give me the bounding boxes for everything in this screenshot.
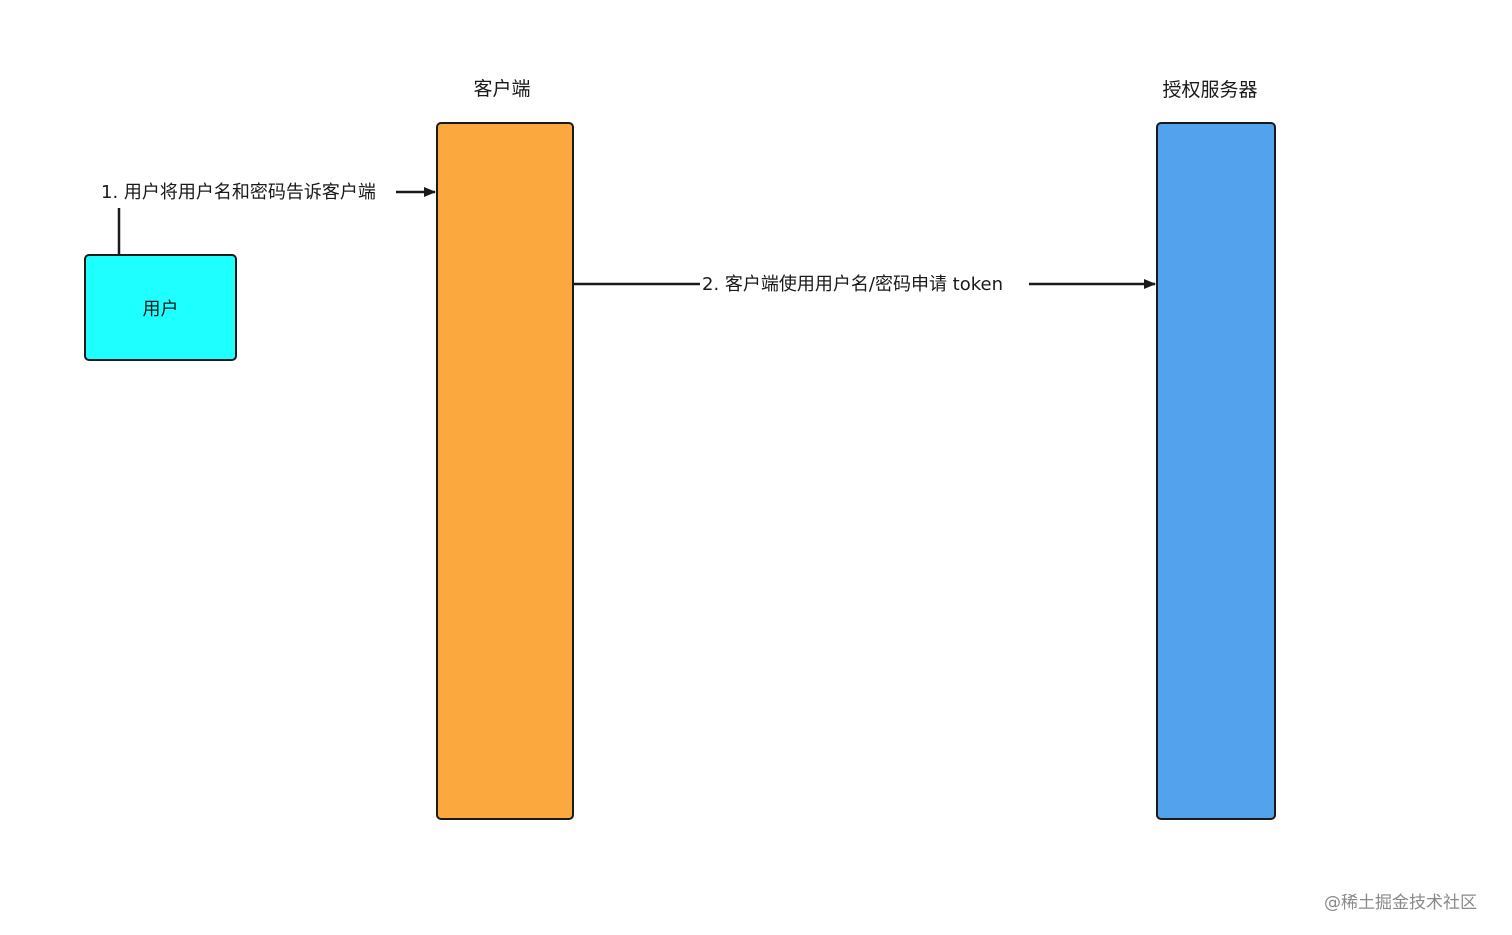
user-node: 用户 <box>84 254 237 361</box>
auth-server-lane-title: 授权服务器 <box>1162 79 1258 101</box>
auth-server-lane <box>1156 122 1276 820</box>
watermark: @稀土掘金技术社区 <box>1324 893 1477 913</box>
client-lane-title: 客户端 <box>473 78 531 100</box>
step2-label: 2. 客户端使用用户名/密码申请 token <box>700 274 1006 296</box>
client-lane <box>436 122 574 820</box>
step1-label: 1. 用户将用户名和密码告诉客户端 <box>99 182 378 204</box>
user-node-label: 用户 <box>142 298 179 320</box>
